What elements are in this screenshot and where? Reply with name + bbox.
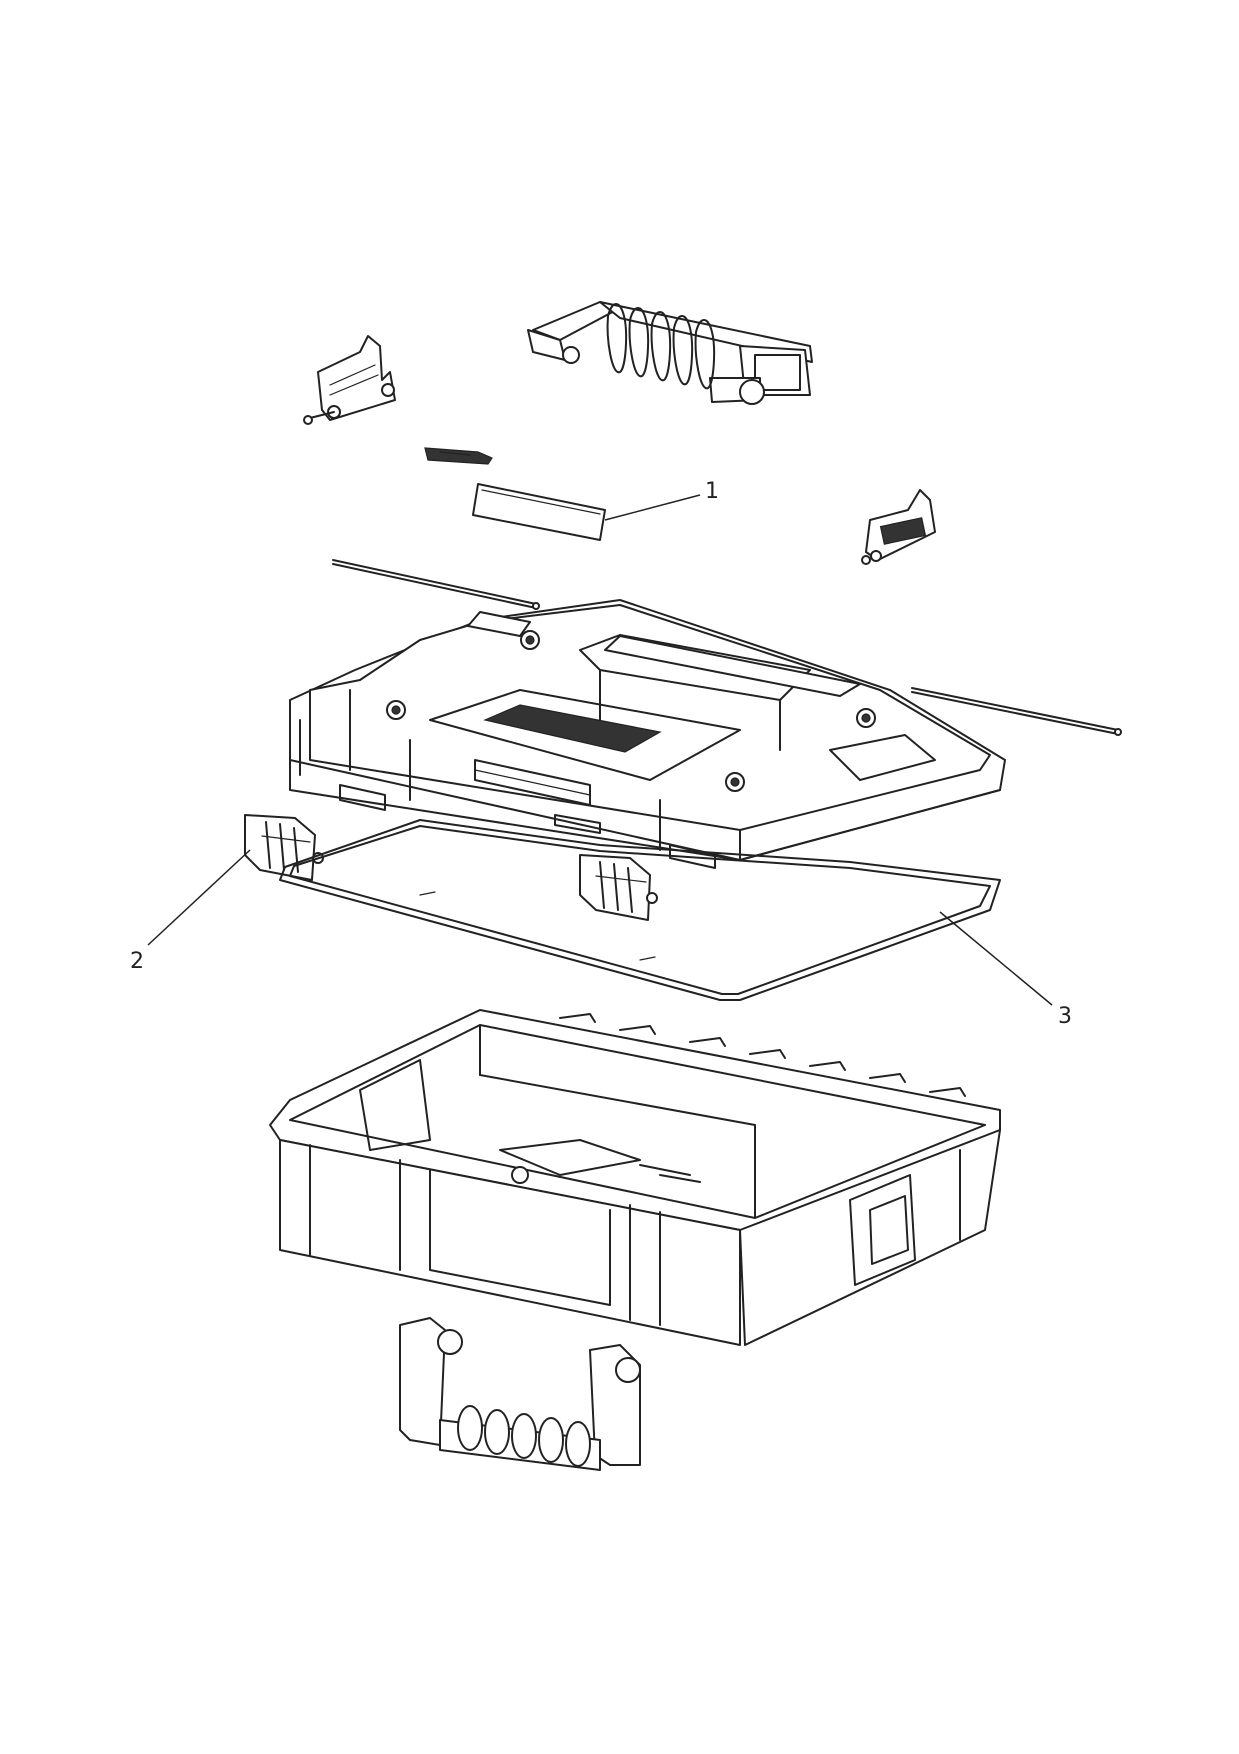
bottom-handle-grip xyxy=(457,1405,591,1467)
callout-label-3: 3 xyxy=(1058,1004,1072,1029)
callout-2: 2 xyxy=(130,849,251,974)
callout-3: 3 xyxy=(939,911,1072,1029)
top-handle-grip xyxy=(606,303,716,390)
label-plate xyxy=(472,483,606,541)
hinge-bracket-right xyxy=(861,489,936,565)
bottom-handle xyxy=(399,1317,641,1471)
base-tub xyxy=(269,1009,1001,1346)
lid xyxy=(289,599,1006,869)
latch-clip xyxy=(424,447,493,465)
seal-gasket xyxy=(279,819,1001,1001)
callout-label-1: 1 xyxy=(705,479,719,504)
hinge-pin-right xyxy=(911,687,1122,736)
callout-label-2: 2 xyxy=(130,949,144,974)
hinge-bracket-left xyxy=(303,335,396,425)
hinge-pin-left xyxy=(332,559,540,610)
callout-1: 1 xyxy=(604,479,719,521)
latch-right xyxy=(579,854,658,921)
top-handle xyxy=(527,301,813,405)
